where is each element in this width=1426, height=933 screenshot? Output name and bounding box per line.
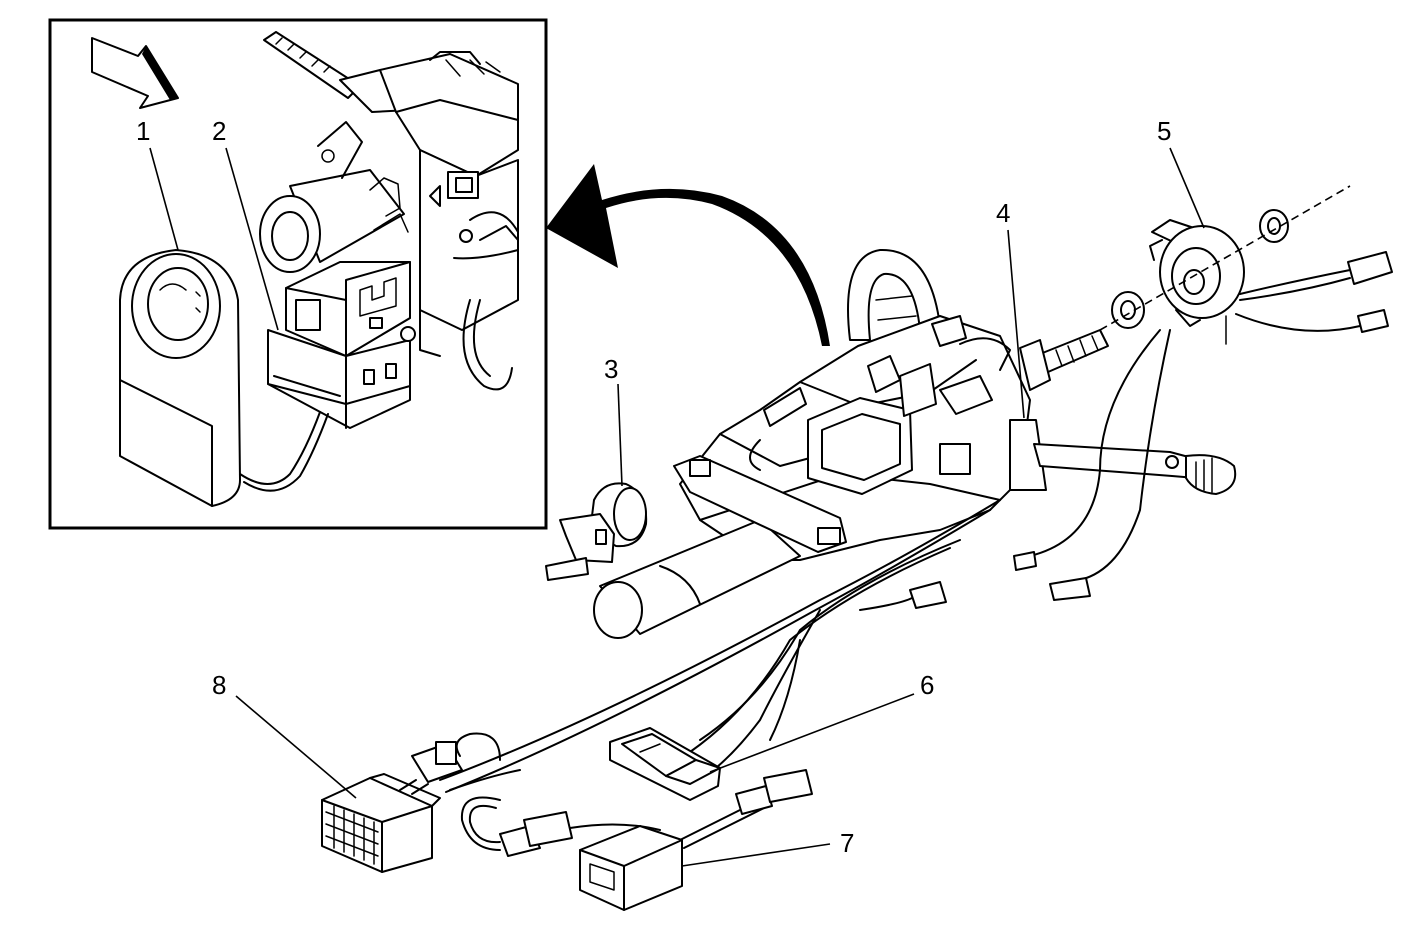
multifunction-switch-part xyxy=(1009,419,1237,495)
detail-reference-arrow xyxy=(546,164,830,346)
callout-labels: 1 2 3 4 5 6 7 8 xyxy=(136,116,1171,858)
inset-column-assembly xyxy=(239,31,519,492)
steering-column-main xyxy=(593,248,1109,639)
callout-8: 8 xyxy=(212,670,226,700)
callout-7: 7 xyxy=(840,828,854,858)
clockspring-part xyxy=(1099,185,1393,345)
detail-inset xyxy=(48,18,548,530)
connector-6-part xyxy=(609,727,721,801)
column-pigtail-wires xyxy=(1013,329,1171,601)
callout-1: 1 xyxy=(136,116,150,146)
callout-5: 5 xyxy=(1157,116,1171,146)
lock-actuator-part xyxy=(545,482,648,581)
callout-2: 2 xyxy=(212,116,226,146)
leader-lines xyxy=(149,147,1205,867)
ignition-bezel-part xyxy=(119,249,241,507)
connector-8-pins xyxy=(325,805,379,865)
callout-4: 4 xyxy=(996,198,1010,228)
callout-6: 6 xyxy=(920,670,934,700)
view-direction-arrow xyxy=(91,37,179,109)
connector-7-part xyxy=(579,825,683,911)
connector-8-part xyxy=(321,773,441,873)
callout-3: 3 xyxy=(604,354,618,384)
wiring-harness xyxy=(411,499,1001,857)
